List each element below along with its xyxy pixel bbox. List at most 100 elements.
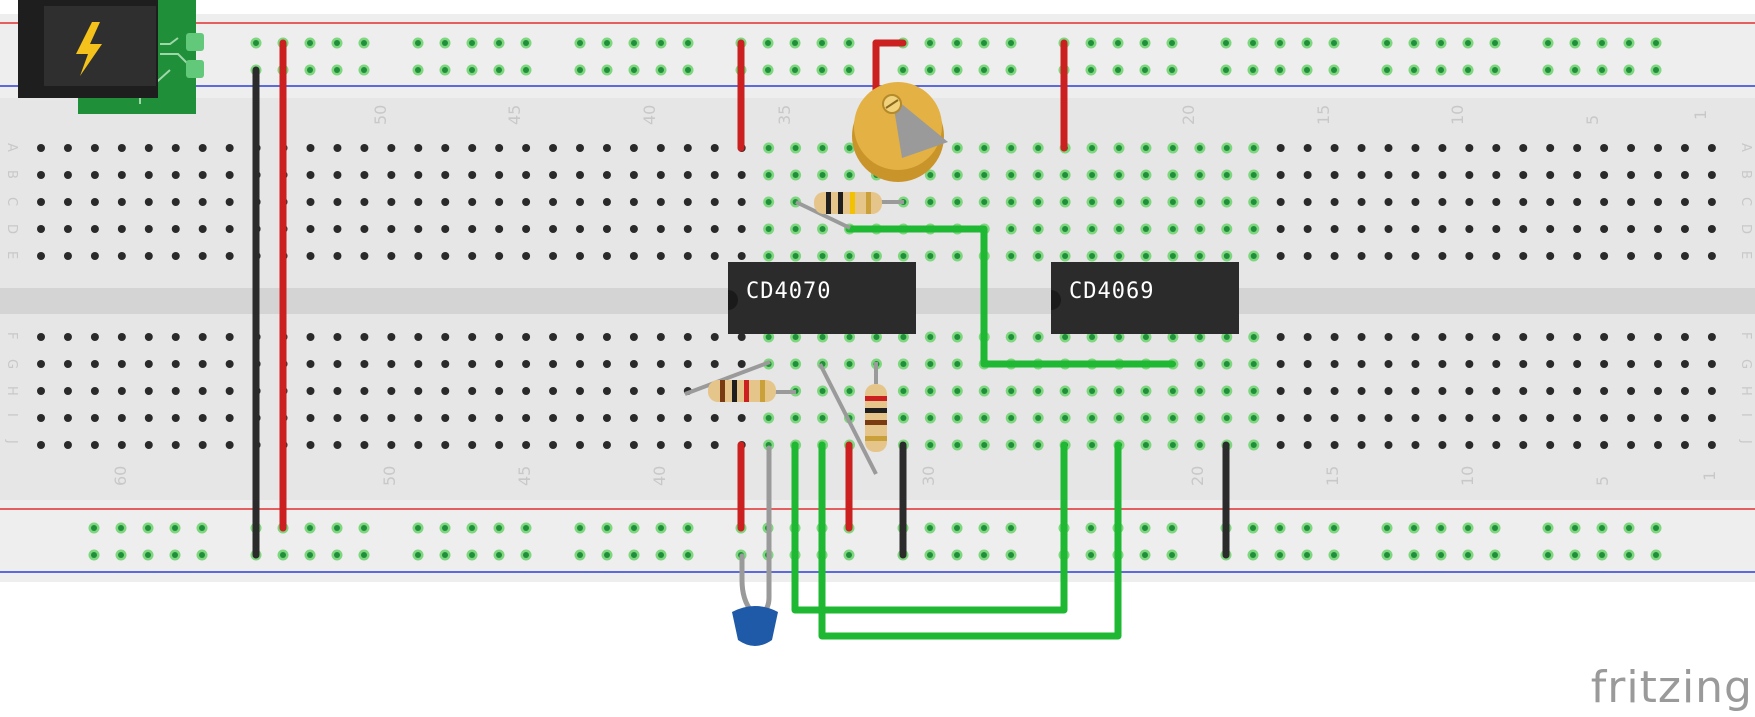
breadboard-hole-center <box>927 525 933 531</box>
breadboard-hole-center <box>1223 253 1230 259</box>
breadboard-hole <box>1680 387 1689 395</box>
breadboard-hole <box>1654 252 1662 260</box>
breadboard-hole <box>522 360 531 368</box>
breadboard-hole-center <box>1250 226 1257 232</box>
ceramic-capacitor[interactable] <box>732 445 778 646</box>
breadboard-hole <box>333 360 342 368</box>
breadboard-hole <box>1465 333 1474 341</box>
breadboard-hole <box>468 360 477 368</box>
breadboard-hole <box>1276 252 1285 260</box>
breadboard-hole-center <box>1116 415 1122 421</box>
breadboard-hole <box>1276 225 1285 233</box>
wire-green[interactable] <box>818 441 1122 640</box>
breadboard-hole-center <box>1196 442 1203 448</box>
breadboard-hole-center <box>685 40 691 46</box>
breadboard-hole-center <box>1008 67 1014 73</box>
breadboard-hole <box>602 387 611 395</box>
breadboard-hole <box>198 333 207 341</box>
resistor-r3[interactable] <box>818 362 887 475</box>
breadboard-hole-center <box>1116 226 1122 232</box>
chip-cd4070[interactable]: CD4070 <box>728 262 916 334</box>
breadboard-hole-center <box>1008 388 1015 394</box>
column-number: 1 <box>1700 471 1719 481</box>
breadboard-hole-center <box>469 552 475 558</box>
breadboard-hole-center <box>1331 552 1337 558</box>
potentiometer[interactable] <box>852 82 948 182</box>
breadboard-hole-center <box>415 40 421 46</box>
breadboard-hole-center <box>954 388 961 394</box>
breadboard-hole-center <box>1088 525 1094 531</box>
breadboard-hole-center <box>1062 415 1069 421</box>
breadboard-hole <box>1627 225 1636 233</box>
breadboard-hole <box>306 414 315 422</box>
breadboard-hole <box>1680 441 1689 449</box>
breadboard-hole-center <box>819 388 826 394</box>
wire-green[interactable] <box>845 225 1176 368</box>
breadboard-hole <box>198 198 207 206</box>
breadboard-hole <box>1573 387 1582 395</box>
breadboard-hole <box>225 360 234 368</box>
breadboard-hole <box>1627 171 1636 179</box>
power-jack-traces <box>130 37 191 104</box>
breadboard-hole-center <box>765 415 772 421</box>
breadboard-hole <box>306 198 315 206</box>
breadboard-hole <box>629 333 638 341</box>
breadboard-hole <box>602 360 611 368</box>
breadboard-hole-center <box>415 525 421 531</box>
breadboard-hole <box>495 387 504 395</box>
breadboard-hole-center <box>1411 552 1417 558</box>
breadboard-hole <box>225 198 234 206</box>
breadboard-hole <box>710 414 719 422</box>
lightning-icon <box>76 22 102 76</box>
breadboard-hole-center <box>361 40 367 46</box>
breadboard-hole-center <box>1465 525 1471 531</box>
breadboard-hole <box>414 144 423 152</box>
breadboard-hole <box>522 414 531 422</box>
breadboard-hole-center <box>334 552 340 558</box>
breadboard-hole-center <box>1035 253 1042 259</box>
breadboard-hole <box>576 198 584 206</box>
breadboard-hole-center <box>1062 199 1069 205</box>
breadboard-hole-center <box>334 67 340 73</box>
breadboard-hole <box>1519 144 1528 152</box>
chip-cd4069[interactable]: CD4069 <box>1051 262 1239 334</box>
breadboard-hole-center <box>1062 172 1069 178</box>
row-letter: I <box>1738 413 1753 417</box>
breadboard-hole-center <box>927 552 933 558</box>
breadboard-hole-center <box>1599 525 1605 531</box>
breadboard-hole <box>1546 252 1555 260</box>
resistor-r2[interactable] <box>684 360 796 402</box>
breadboard-hole-center <box>577 552 583 558</box>
breadboard-hole <box>602 333 611 341</box>
power-jack[interactable] <box>18 0 204 114</box>
breadboard-hole <box>414 225 423 233</box>
row-letter: B <box>4 170 19 179</box>
breadboard-hole <box>1707 171 1716 179</box>
breadboard-hole <box>225 387 234 395</box>
breadboard-hole-center <box>1465 552 1471 558</box>
breadboard-hole <box>1627 198 1636 206</box>
breadboard-hole <box>1707 225 1716 233</box>
breadboard-hole <box>306 171 315 179</box>
breadboard-hole-center <box>1169 253 1176 259</box>
breadboard-hole-center <box>900 67 906 73</box>
breadboard-hole <box>1573 414 1582 422</box>
breadboard-hole <box>1411 144 1420 152</box>
breadboard-hole-center <box>1492 67 1498 73</box>
breadboard-hole-center <box>1465 67 1471 73</box>
breadboard-hole-center <box>981 442 988 448</box>
column-number: 45 <box>505 105 524 125</box>
row-letter: B <box>1738 170 1753 179</box>
breadboard-hole-center <box>415 67 421 73</box>
resistor-r1[interactable] <box>795 192 904 230</box>
breadboard-hole <box>522 171 531 179</box>
resistor-lead <box>795 200 851 230</box>
row-letter: D <box>1738 224 1753 234</box>
breadboard-hole <box>1627 414 1636 422</box>
breadboard-hole <box>629 171 638 179</box>
breadboard-hole-center <box>1545 67 1551 73</box>
wire-green[interactable] <box>791 441 1068 614</box>
breadboard-hole-center <box>1653 525 1659 531</box>
breadboard-hole <box>90 144 99 152</box>
breadboard-hole <box>414 441 423 449</box>
